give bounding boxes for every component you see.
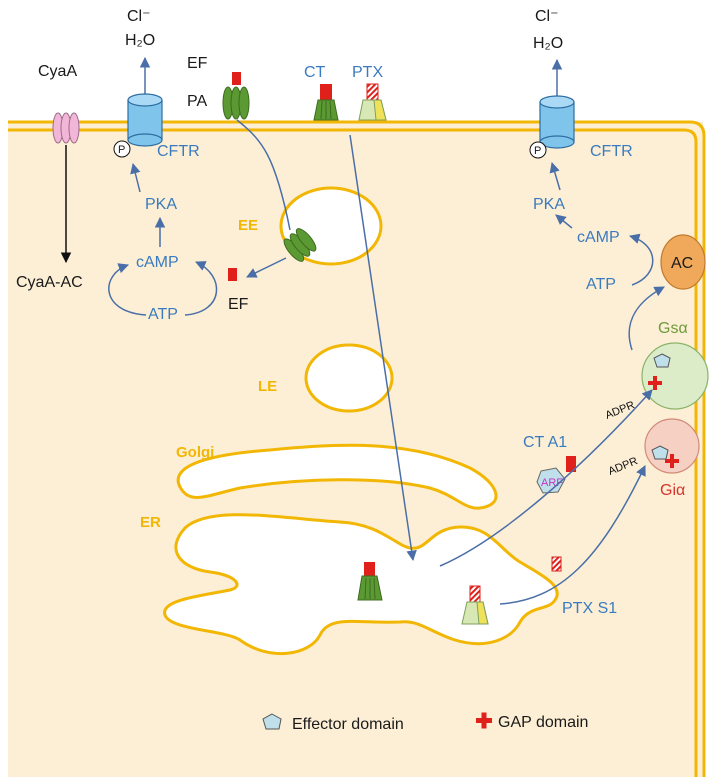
label-gi-alpha: Giα <box>660 482 685 499</box>
label-cyaa-ac: CyaA-AC <box>16 274 83 291</box>
label-ef-cytosol: EF <box>228 296 249 313</box>
arrow-ct-a1-to-gs <box>439 389 653 567</box>
label-golgi: Golgi <box>176 444 214 461</box>
label-le: LE <box>258 378 277 395</box>
pa-pore-icon <box>222 86 250 120</box>
label-ee: EE <box>238 217 258 234</box>
label-pka-right: PKA <box>533 196 565 213</box>
phospho-icon-left <box>113 140 131 158</box>
label-pa: PA <box>187 93 207 110</box>
ef-toxin-cytosol-icon <box>228 268 237 281</box>
label-h2o-right: H₂O <box>533 35 563 52</box>
arrow-atp-camp-right-loop <box>184 261 218 316</box>
arrow-ef-release <box>246 257 287 278</box>
label-cl-left: Cl⁻ <box>127 8 151 25</box>
label-gs-alpha: Gsα <box>658 320 688 337</box>
phospho-icon-right <box>529 141 547 159</box>
ef-toxin-icon <box>232 72 241 85</box>
label-cftr-right: CFTR <box>590 143 633 160</box>
label-ct: CT <box>304 64 326 81</box>
effector-domain-icon-gs <box>653 353 671 368</box>
arrow-camp-pka-right <box>555 214 573 229</box>
legend-gap-label: GAP domain <box>498 714 588 731</box>
label-cftr-left: CFTR <box>157 143 200 160</box>
legend-effector-icon <box>262 713 282 730</box>
legend-effector-label: Effector domain <box>292 716 404 733</box>
label-arf: ARF <box>541 477 563 489</box>
adenylyl-cyclase <box>660 234 706 290</box>
label-ptx-s1: PTX S1 <box>562 600 617 617</box>
pa-pore-endosome-icon <box>283 228 317 262</box>
plasma-membrane <box>8 120 706 777</box>
label-pka-left: PKA <box>145 196 177 213</box>
arrow-ptx-s1-to-gi <box>499 465 646 605</box>
label-p-right: P <box>534 145 541 157</box>
label-atp-left: ATP <box>148 306 178 323</box>
arrow-atp-camp-right <box>628 233 654 286</box>
label-camp-right: cAMP <box>577 229 620 246</box>
arrow-atp-camp-left-loop <box>108 263 147 316</box>
ptx-toxin-icon <box>358 83 387 121</box>
arrow-pa-to-ee <box>236 119 291 231</box>
label-ef-top: EF <box>187 55 208 72</box>
cyaa-pore-icon <box>52 112 80 144</box>
label-p-left: P <box>118 144 125 156</box>
cftr-channel-left <box>127 93 163 147</box>
ct-toxin-icon <box>313 84 339 121</box>
gs-alpha-protein <box>641 342 709 410</box>
label-ac: AC <box>671 255 693 272</box>
arrow-pka-cftr-right <box>549 161 561 191</box>
label-h2o-left: H₂O <box>125 32 155 49</box>
label-er: ER <box>140 514 161 531</box>
ptx-s1-icon <box>551 556 562 572</box>
gap-domain-icon-gs <box>648 376 662 390</box>
gap-domain-icon-gi <box>665 454 679 468</box>
label-ptx: PTX <box>352 64 383 81</box>
effector-domain-icon-gi <box>651 445 669 460</box>
late-endosome <box>304 343 394 413</box>
arrow-ct-to-er <box>349 134 417 562</box>
legend-gap-icon <box>476 712 492 729</box>
arf-icon <box>536 467 566 494</box>
ct-a1-icon <box>566 456 576 472</box>
label-atp-right: ATP <box>586 276 616 293</box>
arrow-gs-to-ac <box>628 286 665 351</box>
ct-in-er-icon <box>357 562 383 601</box>
label-cyaa: CyaA <box>38 63 77 80</box>
golgi-body <box>176 443 498 510</box>
label-camp-left: cAMP <box>136 254 179 271</box>
label-ct-a1: CT A1 <box>523 434 567 451</box>
arrow-pka-cftr-left <box>130 162 141 193</box>
cftr-channel-right <box>539 95 575 149</box>
ptx-in-er-icon <box>461 585 489 625</box>
label-cl-right: Cl⁻ <box>535 8 559 25</box>
